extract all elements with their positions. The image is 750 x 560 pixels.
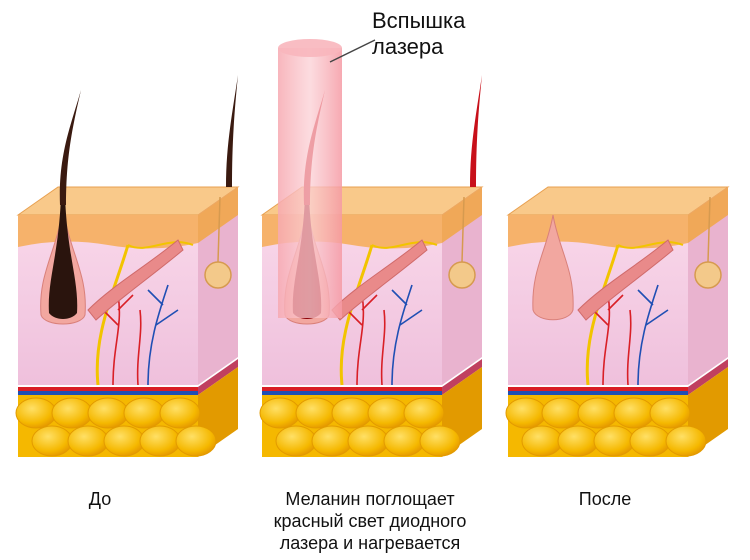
fat-cell	[312, 426, 352, 456]
hair-shaft-back	[470, 75, 482, 187]
caption-mid-line-2: красный свет диодного	[250, 510, 490, 532]
fat-cell	[52, 398, 92, 428]
laser-label-line-2: лазера	[372, 34, 465, 60]
laser-beam	[278, 48, 342, 318]
fat-cell	[104, 426, 144, 456]
artery-band	[18, 387, 198, 391]
fat-cell	[260, 398, 300, 428]
sweat-gland	[695, 262, 721, 288]
caption-after: После	[545, 488, 665, 510]
vein-band	[508, 391, 688, 395]
fat-cell	[506, 398, 546, 428]
skin-block-1	[16, 75, 238, 457]
fat-cell	[140, 426, 180, 456]
fat-cell	[650, 398, 690, 428]
laser-label-line-1: Вспышка	[372, 8, 465, 34]
skin-block-3	[506, 187, 728, 457]
fat-cell	[558, 426, 598, 456]
laser-beam-top	[278, 39, 342, 57]
fat-cell	[630, 426, 670, 456]
fat-cell	[614, 398, 654, 428]
laser-flash-label: Вспышка лазера	[372, 8, 465, 60]
fat-cell	[666, 426, 706, 456]
fat-cell	[68, 426, 108, 456]
fat-cell	[88, 398, 128, 428]
fat-cell	[332, 398, 372, 428]
caption-melanin-absorbs: Меланин поглощает красный свет диодного …	[250, 488, 490, 554]
fat-cell	[176, 426, 216, 456]
sweat-gland	[449, 262, 475, 288]
fat-cell	[594, 426, 634, 456]
fat-cell	[160, 398, 200, 428]
vein-band	[18, 391, 198, 395]
fat-cell	[296, 398, 336, 428]
hair-shaft-back	[226, 75, 238, 187]
caption-before: До	[40, 488, 160, 510]
artery-band	[508, 387, 688, 391]
fat-cell	[276, 426, 316, 456]
vein-band	[262, 391, 442, 395]
caption-mid-line-1: Меланин поглощает	[250, 488, 490, 510]
fat-cell	[404, 398, 444, 428]
fat-cell	[542, 398, 582, 428]
caption-mid-line-3: лазера и нагревается	[250, 532, 490, 554]
sweat-gland	[205, 262, 231, 288]
fat-cell	[348, 426, 388, 456]
fat-cell	[32, 426, 72, 456]
fat-cell	[522, 426, 562, 456]
artery-band	[262, 387, 442, 391]
fat-cell	[578, 398, 618, 428]
fat-cell	[384, 426, 424, 456]
fat-cell	[16, 398, 56, 428]
fat-cell	[420, 426, 460, 456]
fat-cell	[124, 398, 164, 428]
fat-cell	[368, 398, 408, 428]
